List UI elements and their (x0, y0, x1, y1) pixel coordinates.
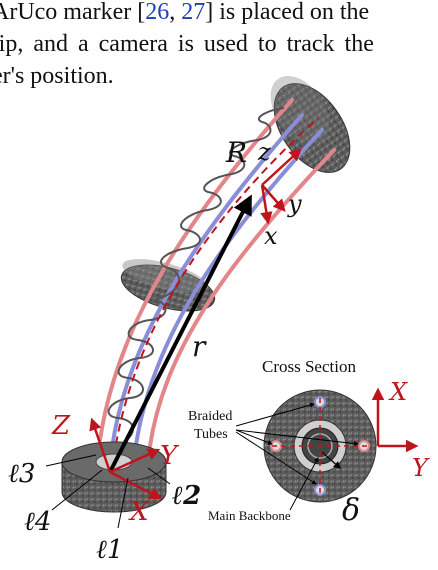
base-frame-axes (89, 417, 163, 500)
citation-26[interactable]: 26 (145, 0, 170, 25)
label-l1: ℓ1 (96, 535, 123, 565)
label-y: y (287, 190, 302, 218)
citation-separator: , (169, 0, 182, 25)
paragraph-line-1: ArUco marker [26, 27] is placed on the (0, 0, 369, 28)
inset-label-Y: Y (412, 454, 430, 482)
tube-label-leaders (45, 454, 171, 529)
paragraph-line-2: tip, and a camera is used to track the (0, 31, 374, 57)
paragraph-line-1-post: ] is placed on the (205, 0, 370, 25)
paragraph-line-3: er's position. (0, 63, 114, 89)
delta-label: δ (342, 493, 360, 528)
main-backbone-spring (107, 107, 285, 446)
position-vector-r (108, 194, 252, 473)
label-X: X (128, 497, 150, 527)
main-backbone-label: Main Backbone (208, 508, 291, 523)
delta-arrow (321, 451, 342, 469)
citation-27[interactable]: 27 (181, 0, 206, 25)
label-Y: Y (160, 441, 180, 471)
top-disk (270, 75, 351, 173)
label-x: x (264, 222, 278, 250)
braided-tubes-label-line2: Tubes (194, 427, 228, 442)
inset-label-X: X (388, 378, 408, 406)
main-backbone-leader (289, 457, 319, 511)
braided-tubes-label-line1: Braided (188, 409, 232, 424)
label-R: R (225, 136, 247, 169)
cross-section-title: Cross Section (262, 357, 356, 376)
braided-tubes-leaders (235, 402, 359, 485)
label-Z: Z (51, 411, 71, 441)
cross-section-inset: Cross Section X Y Braided Tubes Main Bac… (188, 357, 430, 528)
label-l4: ℓ4 (24, 507, 51, 537)
label-l2: ℓ2 (172, 481, 201, 511)
backbone-centerline (111, 117, 319, 471)
tip-frame-axes (260, 148, 302, 225)
label-l3: ℓ3 (8, 459, 35, 489)
braided-tubes (98, 98, 336, 454)
label-z: z (257, 138, 271, 166)
paragraph-line-1-pre: ArUco marker [ (0, 0, 146, 25)
label-r: r (192, 330, 207, 363)
